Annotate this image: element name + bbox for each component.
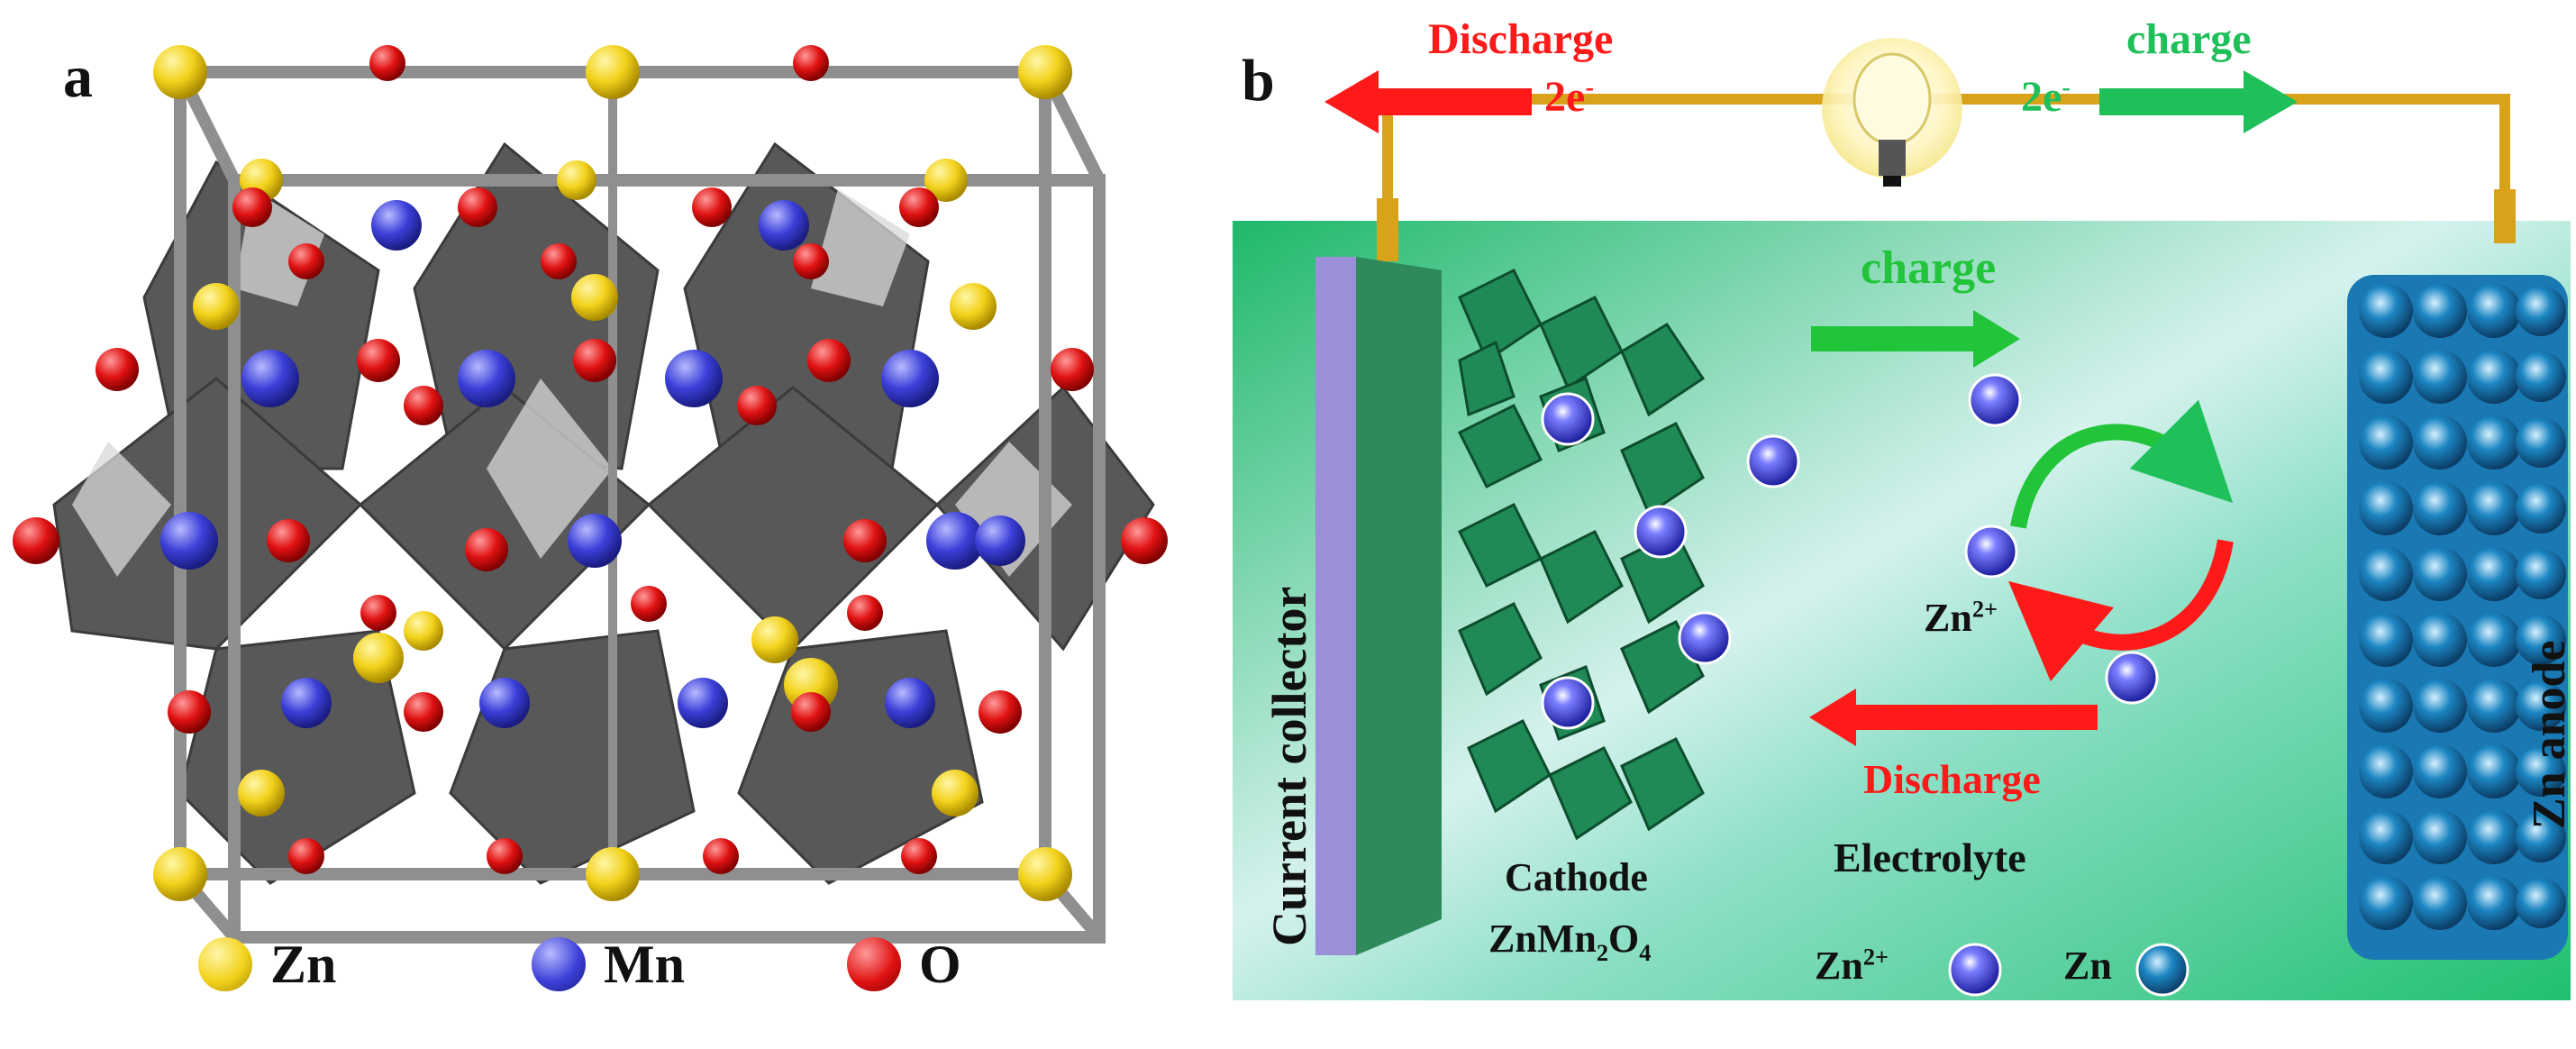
current-collector-side [1356,257,1442,955]
left-electron-label: 2e- [1544,73,1594,121]
cathode-formula: ZnMn2O4 [1488,917,1652,966]
mn-atoms [160,200,1025,728]
light-bulb-icon [1822,38,1962,187]
cathode-terminal [1377,198,1398,261]
electrolyte-label: Electrolyte [1834,835,2026,880]
spinel-structure-illustration [13,45,1168,944]
cathode-label: Cathode [1505,855,1648,899]
right-electron-label: 2e- [2021,73,2071,121]
mid-discharge-arrow [1809,689,2098,746]
zn-legend-atom [2135,943,2189,997]
legend-zn-atom-label: Zn [2063,944,2112,988]
o-legend-label: O [919,935,961,994]
zn-anode-label: Zn anode [2524,640,2575,829]
current-collector-label: Current collector [1262,586,1316,946]
mid-discharge-label: Discharge [1863,756,2041,802]
top-charge-label: charge [2126,15,2252,63]
zn-legend-swatch [198,937,252,991]
panel-b-letter: b [1242,48,1275,114]
zn-anode-stack [2347,275,2568,960]
cathode-framework [1457,268,1706,841]
top-discharge-label: Discharge [1428,15,1614,63]
zn2-ion-label: Zn2+ [1924,595,1998,640]
zn2-ions [1541,373,2159,997]
panel-a-letter: a [63,44,93,110]
anode-terminal [2494,189,2516,243]
current-collector-plate [1315,257,1356,955]
top-discharge-arrow [1324,70,1532,133]
panel-a-crystal-structure: a Zn Mn O [0,0,1189,1049]
panel-b-battery-schematic: b Discharge 2e- charge 2e- Current colle… [1198,0,2576,1049]
o-legend-swatch [847,937,901,991]
cycle-charge-arrow [2010,399,2234,529]
mn-legend-swatch [532,937,586,991]
zn-legend-label: Zn [270,935,337,994]
mid-charge-arrow [1811,310,2020,368]
legend-zn2-ion-label: Zn2+ [1815,943,1889,988]
mn-legend-label: Mn [604,935,685,994]
cycle-discharge-arrow [2007,539,2234,682]
mid-charge-label: charge [1861,242,1997,294]
battery-schematic-illustration [1233,38,2571,1000]
top-charge-arrow [2099,70,2298,133]
o-atoms [13,45,1168,874]
